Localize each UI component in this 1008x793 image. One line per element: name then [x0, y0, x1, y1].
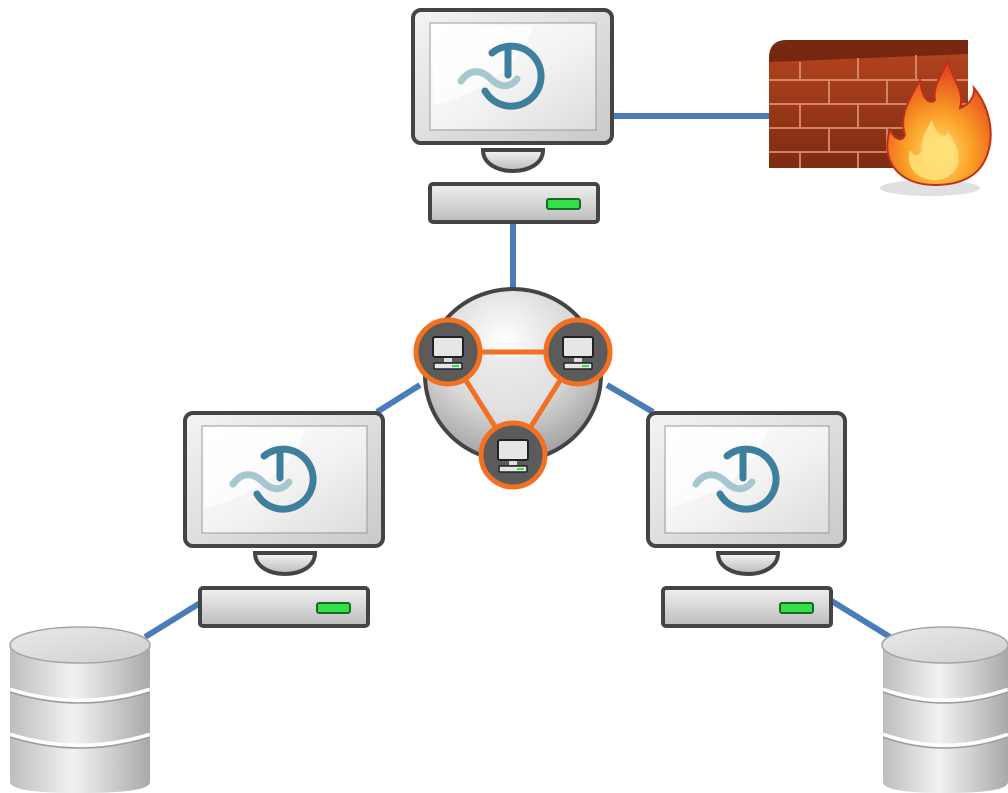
mini-monitor-icon	[432, 336, 464, 358]
link-server-left-database-left	[143, 597, 207, 640]
refresh-tilde-logo-icon	[229, 445, 317, 513]
link-cluster-hub-server-right	[605, 382, 655, 415]
server-left[interactable]	[183, 411, 385, 628]
status-led	[779, 602, 814, 614]
server-unit	[661, 586, 833, 628]
monitor-neck	[715, 551, 781, 576]
firewall[interactable]	[769, 40, 992, 196]
server-unit	[198, 586, 370, 628]
link-server-right-database-right	[828, 597, 892, 640]
mini-monitor-icon	[562, 336, 594, 358]
status-led	[316, 602, 351, 614]
server-right[interactable]	[646, 411, 847, 628]
fire-core	[908, 120, 959, 180]
fire-icon	[886, 59, 992, 187]
cluster-node-bottom	[478, 420, 548, 490]
cluster-inner-triangle	[448, 357, 578, 452]
mini-monitor-icon	[497, 439, 529, 461]
status-led	[546, 198, 581, 210]
connection-lines	[143, 113, 892, 640]
refresh-tilde-logo-icon	[457, 42, 545, 110]
database-cylinder-icon	[9, 626, 151, 793]
server-unit	[428, 182, 600, 224]
link-cluster-hub-server-left	[375, 382, 422, 415]
refresh-tilde-logo-icon	[692, 445, 780, 513]
monitor-neck	[252, 551, 318, 576]
cluster-node-right	[543, 317, 613, 387]
cluster-node-left	[413, 317, 483, 387]
cluster-hub[interactable]	[413, 287, 613, 490]
server-top[interactable]	[411, 8, 614, 224]
database-cylinder-icon	[881, 626, 1008, 793]
fire-shadow	[880, 180, 980, 196]
wall-top-shade	[769, 40, 968, 62]
monitor-neck	[480, 148, 546, 173]
database-left[interactable]	[9, 626, 151, 793]
database-right[interactable]	[881, 626, 1008, 793]
